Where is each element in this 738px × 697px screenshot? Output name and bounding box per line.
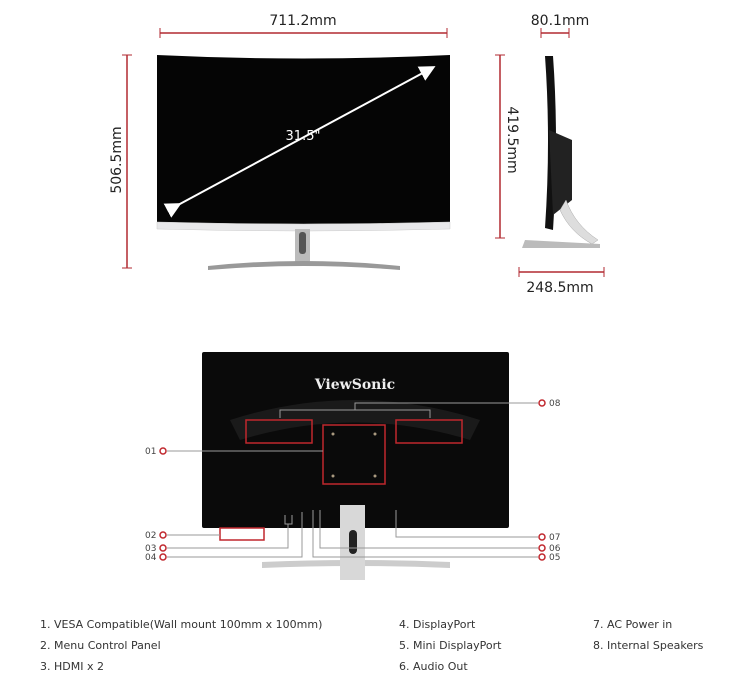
legend-item-2: 2. Menu Control Panel bbox=[40, 639, 161, 652]
callout-03: 03 bbox=[145, 544, 156, 554]
vesa-highlight bbox=[322, 424, 386, 485]
legend-item-6: 6. Audio Out bbox=[399, 660, 468, 673]
speaker-right-highlight bbox=[395, 419, 463, 444]
monitor-bezel bbox=[156, 221, 451, 232]
side-view: 80.1mm 419.5mm 248.5mm bbox=[495, 13, 605, 296]
front-view: 711.2mm 506.5mm 31.5" bbox=[109, 13, 451, 270]
callout-05: 05 bbox=[549, 553, 560, 563]
legend-item-3: 3. HDMI x 2 bbox=[40, 660, 104, 673]
callout-06: 06 bbox=[549, 544, 561, 554]
diagonal-label: 31.5" bbox=[286, 129, 321, 144]
legend-item-1: 1. VESA Compatible(Wall mount 100mm x 10… bbox=[40, 618, 323, 631]
side-height-label: 419.5mm bbox=[504, 106, 520, 173]
callout-07: 07 bbox=[549, 533, 560, 543]
legend-item-4: 4. DisplayPort bbox=[399, 618, 476, 631]
height-label: 506.5mm bbox=[109, 126, 125, 193]
width-label: 711.2mm bbox=[269, 13, 336, 29]
back-view: ViewSonic 01 02 03 04 05 06 bbox=[145, 352, 561, 580]
legend-item-8: 8. Internal Speakers bbox=[593, 639, 704, 652]
base-depth-label: 248.5mm bbox=[526, 280, 593, 296]
depth-label: 80.1mm bbox=[531, 13, 589, 29]
speaker-left-highlight bbox=[245, 419, 313, 444]
viewsonic-logo: ViewSonic bbox=[314, 377, 395, 393]
stand-base bbox=[208, 261, 400, 270]
menu-panel-highlight bbox=[219, 527, 265, 541]
legend-item-5: 5. Mini DisplayPort bbox=[399, 639, 502, 652]
callout-01: 01 bbox=[145, 447, 156, 457]
callout-08: 08 bbox=[549, 399, 561, 409]
callout-04: 04 bbox=[145, 553, 157, 563]
callout-02: 02 bbox=[145, 531, 156, 541]
legend-item-7: 7. AC Power in bbox=[593, 618, 673, 631]
